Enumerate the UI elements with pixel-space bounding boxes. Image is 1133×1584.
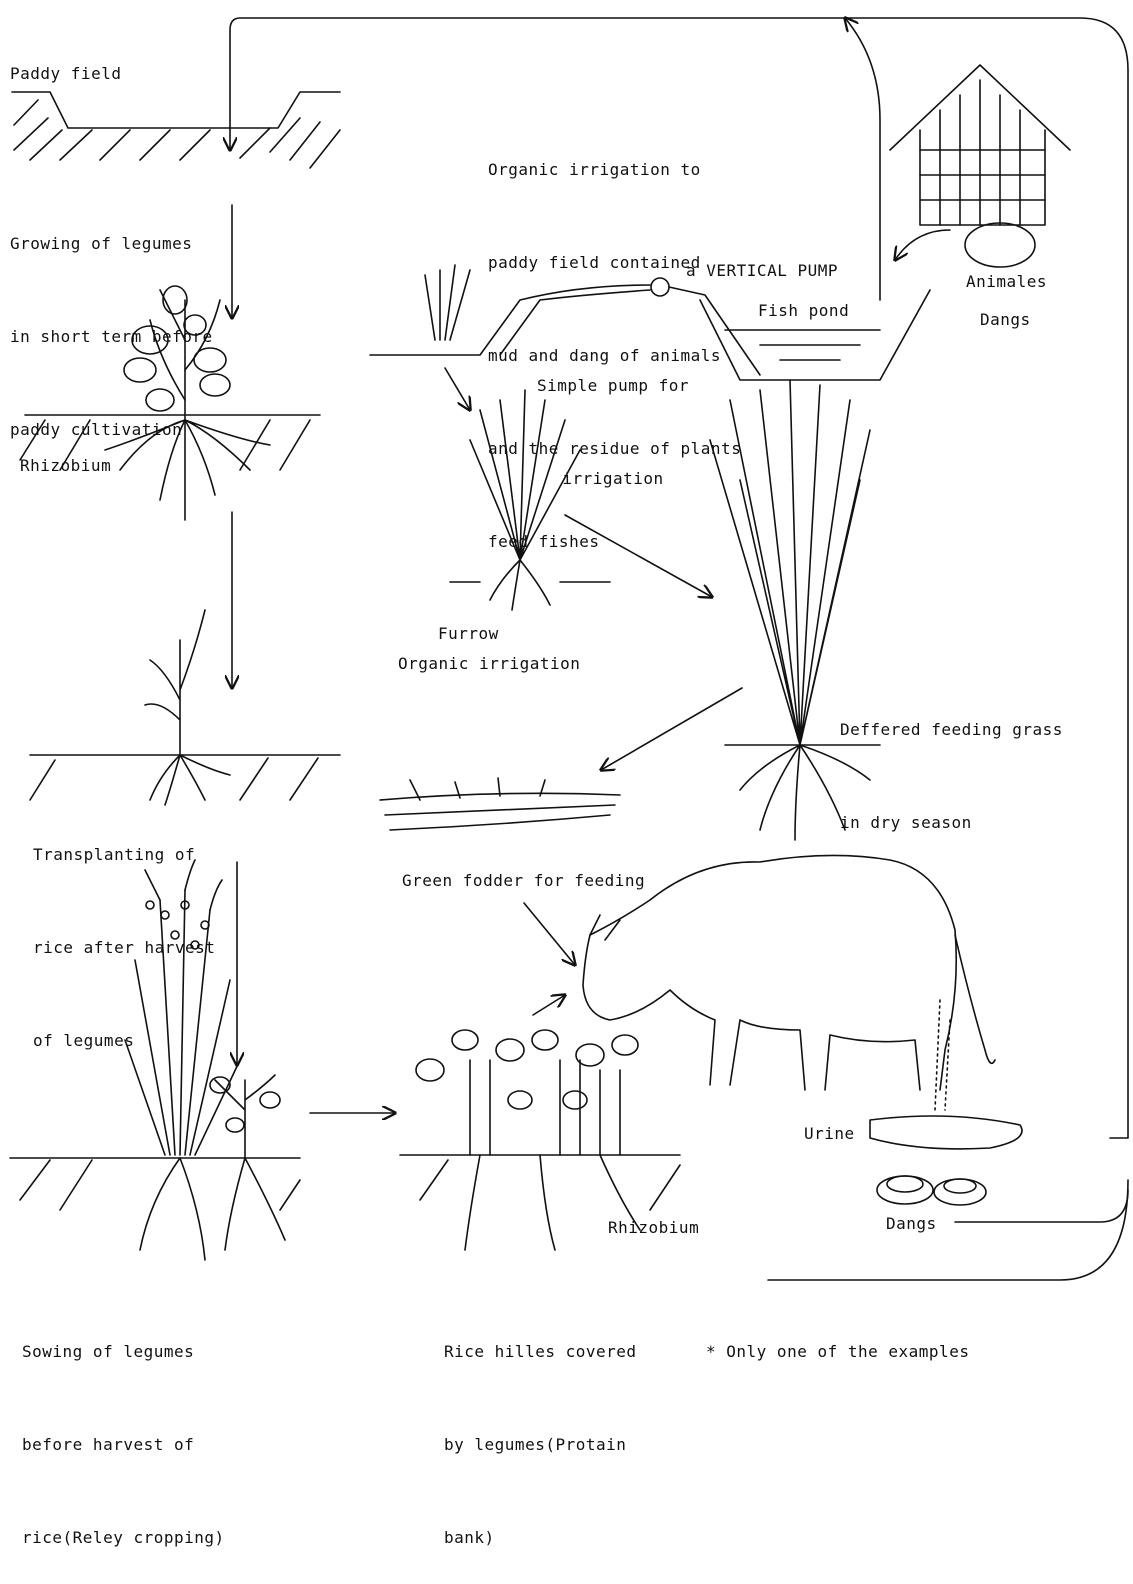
label-dangs-bottom: Dangs	[886, 1208, 937, 1239]
label-urine: Urine	[804, 1118, 855, 1149]
label-line: of legumes	[33, 1025, 215, 1056]
label-rhizobium-bottom: Rhizobium	[608, 1212, 699, 1243]
green-fodder-illustration	[380, 778, 620, 830]
label-line: Organic irrigation to	[488, 154, 741, 185]
label-line: Transplanting of	[33, 839, 215, 870]
label-deffered-grass: Deffered feeding grass in dry season	[840, 652, 1063, 869]
label-line: Sowing of legumes	[22, 1336, 225, 1367]
label-paddy-field: Paddy field	[10, 58, 121, 89]
dangs-illustration	[877, 1176, 986, 1205]
label-fish-pond: Fish pond	[758, 295, 849, 326]
label-line: Growing of legumes	[10, 228, 213, 259]
arrow-fodder-to-cow	[524, 903, 575, 965]
label-line: by legumes(Protain	[444, 1429, 637, 1460]
label-sowing: Sowing of legumes before harvest of rice…	[22, 1274, 225, 1584]
label-rhizobium-top: Rhizobium	[20, 450, 111, 481]
label-footnote: * Only one of the examples	[706, 1336, 969, 1367]
label-line: in short term before	[10, 321, 213, 352]
rice-seedling-illustration	[30, 610, 340, 805]
arrow-to-green-fodder	[601, 688, 742, 770]
label-line: bank)	[444, 1522, 637, 1553]
paddy-field-section	[12, 92, 340, 168]
label-line: Deffered feeding grass	[840, 714, 1063, 745]
label-line: paddy cultivation	[10, 414, 213, 445]
animal-shed-illustration	[890, 65, 1070, 267]
label-animales: Animales	[966, 266, 1047, 297]
label-transplanting: Transplanting of rice after harvest of l…	[33, 777, 215, 1087]
label-line: Rice hilles covered	[444, 1336, 637, 1367]
label-green-fodder: Green fodder for feeding	[402, 865, 645, 896]
bottom-return-line	[768, 1180, 1128, 1280]
label-simple-pump: Simple pump for irrigation	[537, 308, 689, 525]
label-organic-irrigation: Organic irrigation	[398, 648, 580, 679]
arrow-irrigation-down	[445, 368, 470, 410]
label-vertical-pump: a VERTICAL PUMP	[686, 255, 838, 286]
label-dangs-top: Dangs	[980, 304, 1031, 335]
label-line: irrigation	[537, 463, 689, 494]
label-line: rice(Reley cropping)	[22, 1522, 225, 1553]
cow-illustration	[583, 855, 1022, 1148]
arrow-protein-to-cow	[533, 995, 565, 1015]
label-rice-hilles: Rice hilles covered by legumes(Protain b…	[444, 1274, 637, 1584]
label-furrow: Furrow	[438, 618, 499, 649]
loop-branch-arrow	[845, 18, 880, 300]
label-growing-legumes: Growing of legumes in short term before …	[10, 166, 213, 476]
label-line: before harvest of	[22, 1429, 225, 1460]
dangs-feed-line	[955, 1190, 1128, 1222]
label-line: rice after harvest	[33, 932, 215, 963]
label-line: Simple pump for	[537, 370, 689, 401]
label-line: in dry season	[840, 807, 1063, 838]
label-line: feed fishes	[488, 526, 741, 557]
